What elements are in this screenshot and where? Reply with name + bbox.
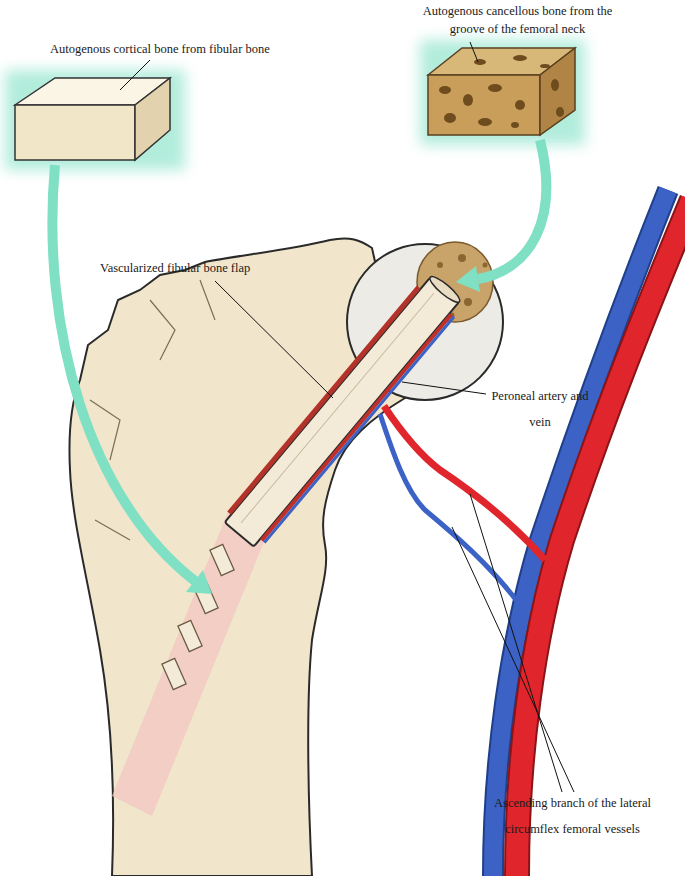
callout-label: Autogenous cortical bone from fibular bo… — [50, 40, 320, 58]
callout-label: Vascularized fibular bone flap — [100, 259, 300, 277]
callout-label: Peroneal artery and vein — [490, 383, 590, 435]
callout-label: Autogenous cancellous bone from the groo… — [420, 2, 615, 38]
callout-label: Ascending branch of the lateral circumfl… — [475, 790, 670, 842]
